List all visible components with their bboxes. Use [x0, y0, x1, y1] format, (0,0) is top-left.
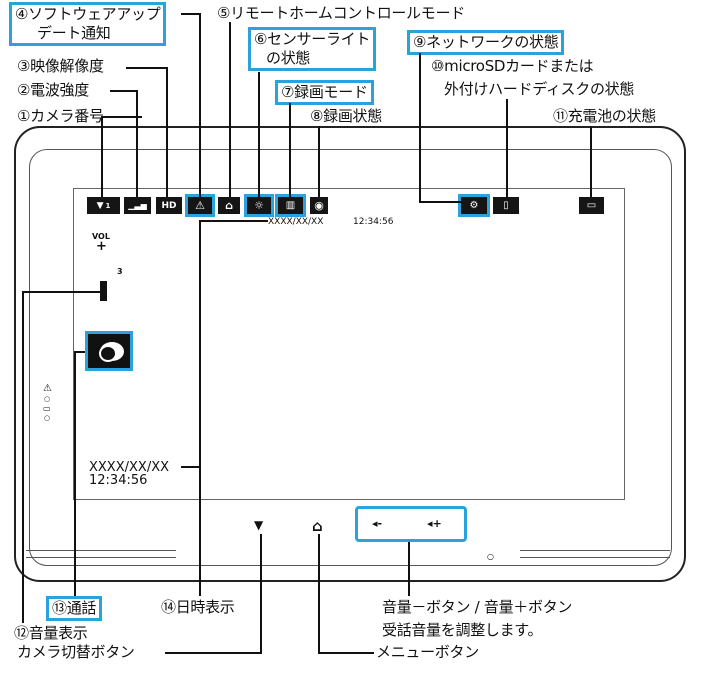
leader-recording-status-v [318, 126, 320, 197]
label-battery-status: ⑪充電池の状態 [553, 107, 656, 125]
leader-software-update-h [181, 13, 201, 15]
signal-strength-icon: ▁▃▅ [124, 197, 151, 214]
side-storage-icon: ▭ [43, 404, 51, 413]
leader-datetime-top-h [199, 220, 268, 222]
vent-right-top [520, 550, 670, 551]
leader-volume-display-h [22, 291, 100, 293]
top-time: 12:34:56 [353, 217, 394, 227]
leader-network-v [419, 53, 421, 203]
camera-number-icon: ▼1 [87, 197, 120, 214]
label-resolution: ③映像解像度 [17, 57, 104, 75]
network-status-icon: ⚙ [458, 194, 490, 217]
talk-bubble-front [99, 345, 117, 362]
volume-plus-mark: + [96, 239, 107, 254]
volume-bar [100, 281, 107, 301]
label-software-update-line2: デート通知 [37, 24, 111, 42]
label-volume-description: 受話音量を調整します。 [382, 621, 543, 639]
leader-volume-buttons-v [408, 542, 410, 596]
leader-camera-switch-v [260, 534, 262, 654]
volume-down-button[interactable]: ◂- [372, 517, 383, 530]
leader-camera-number-v [101, 116, 103, 197]
leader-talk-h [74, 351, 85, 353]
label-network-status: ⑨ネットワークの状態 [407, 30, 565, 55]
camera-number-value: 1 [105, 201, 111, 210]
leader-network-h [419, 201, 461, 203]
label-storage-line2: 外付けハードディスクの状態 [444, 80, 635, 98]
camera-switch-button[interactable]: ▼ [254, 518, 264, 532]
battery-icon: ▭ [579, 197, 604, 214]
leader-volume-display-v [22, 291, 24, 623]
label-sensor-light-line1: ⑥センサーライト [254, 30, 371, 48]
storage-icon: ▯ [493, 197, 519, 214]
vent-left-top [26, 550, 176, 551]
leader-menu-h [318, 652, 374, 654]
leader-resolution-h [126, 67, 168, 69]
bottom-date: XXXX/XX/XX [89, 460, 170, 475]
mic-hole: ○ [487, 552, 494, 561]
volume-level-value: 3 [117, 267, 123, 276]
leader-software-update-v [199, 13, 201, 197]
vent-right-bottom [520, 557, 670, 558]
recording-mode-icon: ▥ [275, 194, 306, 217]
leader-signal-v [136, 90, 138, 197]
home-icon: ⌂ [218, 197, 240, 214]
label-datetime: ⑭日時表示 [161, 598, 235, 616]
label-volume-display: ⑫音量表示 [14, 624, 88, 642]
menu-button[interactable]: ⌂ [312, 517, 323, 535]
label-recording-mode: ⑦録画モード [275, 80, 374, 105]
monitor-screen [73, 188, 625, 500]
label-camera-number: ①カメラ番号 [17, 107, 104, 125]
leader-camera-switch-h [165, 652, 262, 654]
leader-storage-v [506, 99, 508, 197]
volume-label: VOL [92, 232, 110, 241]
vent-left-bottom [26, 557, 176, 558]
leader-recording-mode-v [289, 103, 291, 197]
label-camera-switch: カメラ切替ボタン [17, 643, 135, 661]
label-storage-line1: ⑩microSDカードまたは [431, 57, 594, 75]
label-sensor-light-line2: の状態 [266, 49, 311, 67]
leader-menu-v [318, 534, 320, 654]
label-volume-buttons: 音量－ボタン / 音量＋ボタン [382, 598, 573, 616]
side-indicator-dot-top: ○ [44, 395, 51, 403]
leader-talk-v [74, 351, 76, 597]
leader-datetime-bottom-h [181, 466, 201, 468]
software-update-icon: ⚠ [185, 194, 215, 217]
sensor-light-icon: ☼ [244, 194, 274, 217]
label-software-update-line1: ④ソフトウェアアップ [15, 5, 161, 23]
leader-sensor-light-v [258, 72, 260, 197]
side-indicator-dot-bottom: ○ [44, 414, 51, 422]
leader-resolution-v [166, 67, 168, 197]
recording-status-icon: ◉ [310, 197, 328, 214]
label-recording-status: ⑧録画状態 [310, 107, 382, 125]
label-remote-home-mode: ⑤リモートホームコントロールモード [217, 4, 465, 22]
label-menu-button: メニューボタン [376, 643, 479, 661]
side-warning-icon: ⚠ [43, 383, 52, 394]
volume-button-frame [355, 506, 467, 542]
talk-icon [85, 331, 133, 371]
leader-signal-h [110, 90, 138, 92]
label-software-update: ④ソフトウェアアップ デート通知 [9, 2, 167, 46]
top-date: XXXX/XX/XX [268, 217, 324, 227]
leader-datetime-v [199, 220, 201, 596]
camera-icon: ▼ [96, 200, 104, 211]
leader-camera-number-join [101, 116, 126, 118]
label-signal-strength: ②電波強度 [17, 81, 89, 99]
volume-up-button[interactable]: ◂+ [427, 517, 442, 530]
resolution-badge: HD [156, 197, 182, 214]
bottom-time: 12:34:56 [89, 473, 148, 488]
label-talk: ⑬通話 [46, 596, 103, 621]
leader-battery-v [590, 126, 592, 197]
device-bezel [29, 149, 672, 566]
leader-camera-number-h [126, 116, 142, 118]
leader-remote-home-v [229, 22, 231, 197]
label-sensor-light: ⑥センサーライト の状態 [248, 27, 377, 71]
